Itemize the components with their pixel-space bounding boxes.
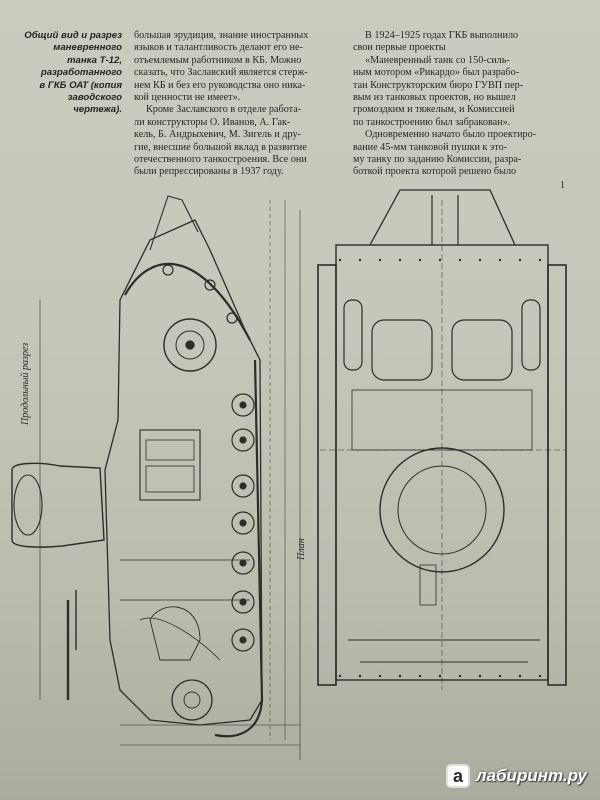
- text-paragraph: Одновременно начато было проектиро- вани…: [353, 129, 537, 178]
- caption-line: танка Т-12,: [66, 54, 122, 66]
- road-wheels: [162, 264, 255, 652]
- text-paragraph: большая эрудиция, знание иностранных язы…: [134, 30, 309, 104]
- text-paragraph: В 1924–1925 годах ГКБ выполнило свои пер…: [353, 30, 519, 54]
- watermark: а лабиринт.ру: [446, 762, 596, 790]
- text-column-left: большая эрудиция, знание иностранных язы…: [134, 30, 340, 179]
- plan-view-label: План: [296, 538, 307, 560]
- text-column-right: В 1924–1925 годах ГКБ выполнило свои пер…: [353, 30, 568, 179]
- caption-line: Общий вид и разрез: [24, 30, 122, 41]
- plan-view: [317, 189, 567, 690]
- caption-line: в ГКБ ОАТ (копия: [39, 79, 122, 91]
- labirint-logo-icon: а: [446, 764, 470, 788]
- caption-line: маневренного: [53, 42, 122, 54]
- caption-line: разработанного: [40, 67, 122, 79]
- rivets: [338, 258, 542, 678]
- figure-caption: Общий вид и разрез маневренного танка Т-…: [8, 30, 122, 117]
- text-paragraph: Кроме Заславского в отделе работа- ли ко…: [134, 104, 307, 178]
- side-section-view: [11, 195, 264, 738]
- text-paragraph: «Маневренный танк со 150-силь- ным мотор…: [353, 54, 524, 128]
- watermark-text: лабиринт.ру: [476, 766, 587, 785]
- side-view-label: Продольный разрез: [20, 342, 31, 425]
- page-number: 1: [560, 180, 565, 191]
- caption-line: заводского: [67, 92, 122, 104]
- caption-line: чертежа).: [73, 104, 122, 116]
